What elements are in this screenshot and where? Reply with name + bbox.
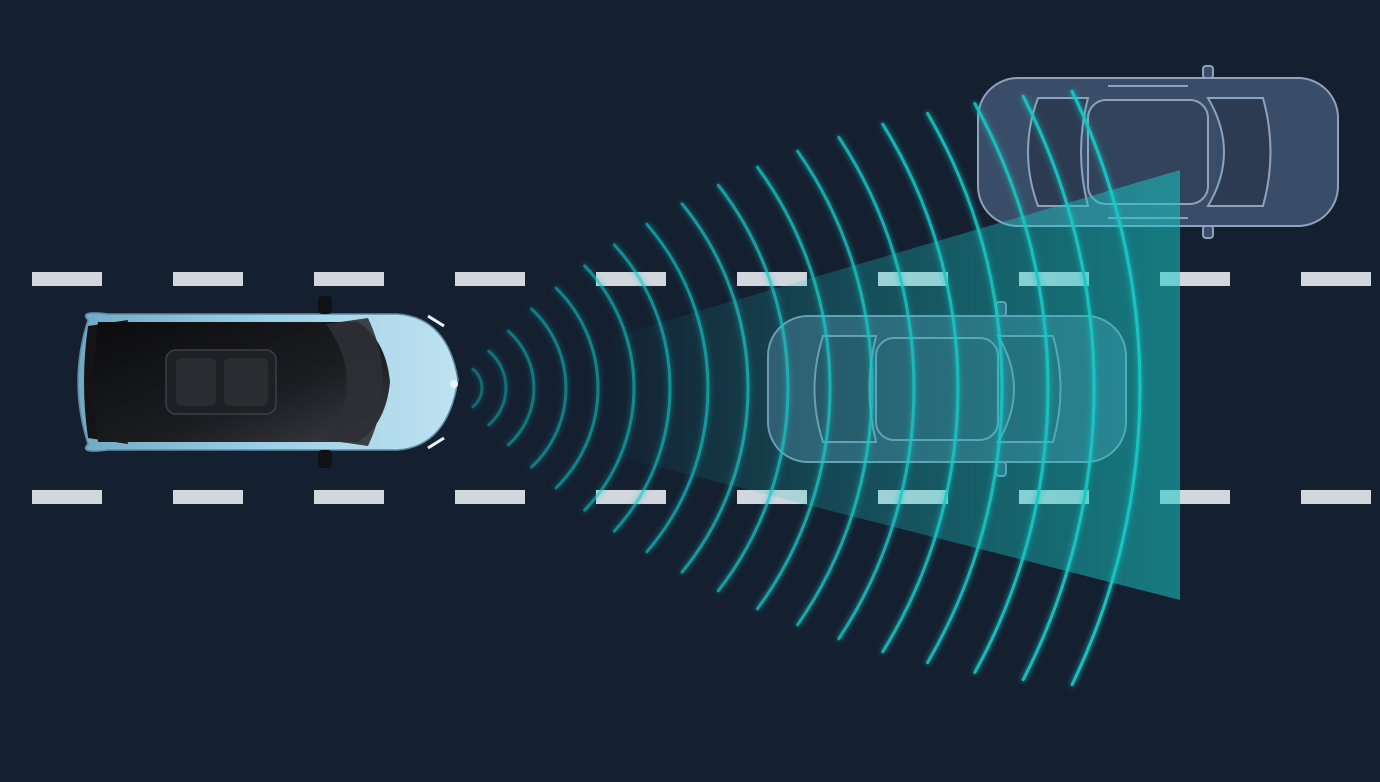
radar-wave [680, 202, 750, 574]
lane-dash [737, 272, 807, 286]
radar-cone [600, 170, 1180, 600]
radar-wave [487, 349, 508, 427]
radar-wave [645, 222, 710, 554]
lane-dash [596, 272, 666, 286]
radar-wave [837, 135, 916, 641]
radar-wave [796, 149, 874, 627]
lane-dash [1301, 490, 1371, 504]
radar-wave [506, 329, 536, 447]
radar-wave [881, 122, 960, 654]
radar-wave [973, 102, 1050, 674]
lane-dash [455, 272, 525, 286]
lane-dash [173, 272, 243, 286]
radar-wave [755, 165, 832, 611]
radar-wave [1021, 94, 1096, 682]
radar-wave-icon [471, 89, 1142, 687]
radar-wave [1070, 89, 1142, 687]
radar-wave [471, 367, 484, 409]
radar-wave [926, 111, 1004, 665]
lane-dash [455, 490, 525, 504]
radar-wave [530, 307, 568, 469]
lane-dash [173, 490, 243, 504]
lane-dash [1301, 272, 1371, 286]
radar-wave [612, 243, 672, 533]
radar-wave [716, 183, 790, 593]
adjacent-car-icon [977, 65, 1339, 239]
lane-dash [314, 272, 384, 286]
lane-dash [314, 490, 384, 504]
radar-wave [554, 286, 600, 490]
ego-car-icon [77, 296, 459, 468]
radar-wave [583, 264, 636, 512]
lane-dash [596, 490, 666, 504]
lane-dash [32, 272, 102, 286]
lane-dash [32, 490, 102, 504]
